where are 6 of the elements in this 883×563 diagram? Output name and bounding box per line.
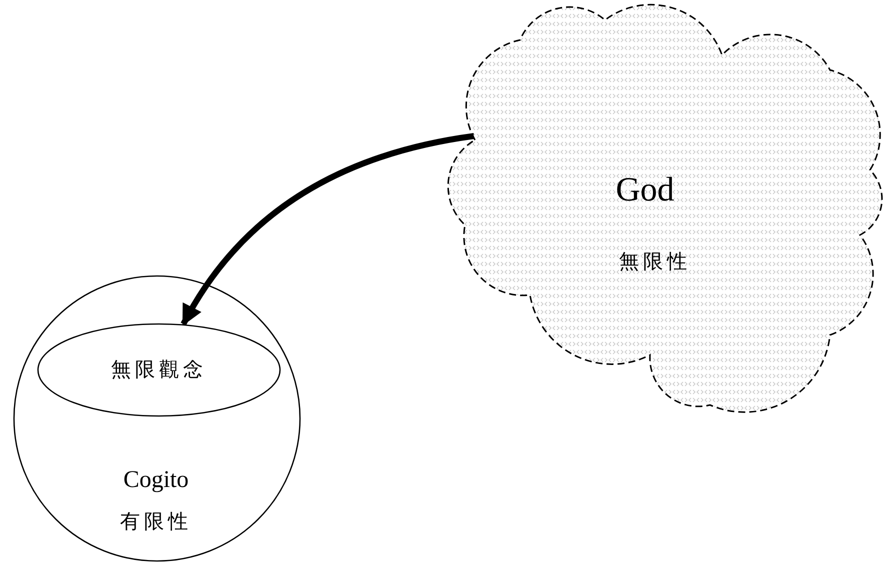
node-label: 有限性 xyxy=(120,511,192,533)
node-label: Cogito xyxy=(123,466,189,494)
curved-arrow xyxy=(180,133,474,326)
node-label: 無限性 xyxy=(619,251,691,273)
node-label: God xyxy=(616,171,674,209)
node-label: 無限觀念 xyxy=(111,359,207,381)
